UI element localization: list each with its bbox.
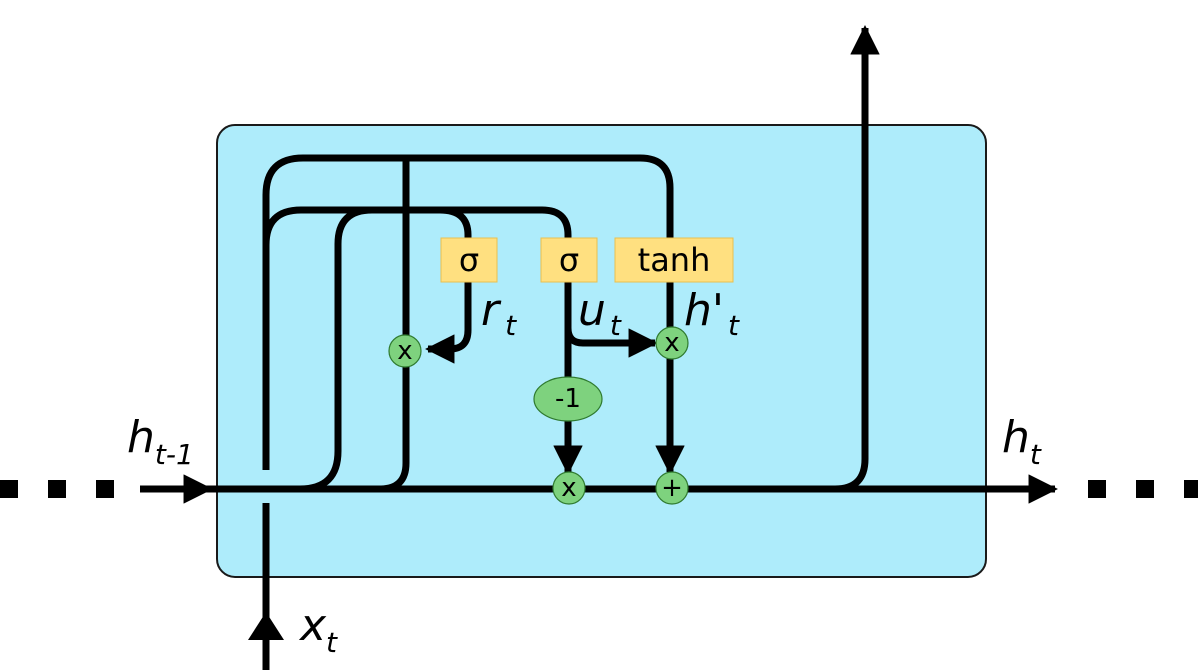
update-gate-box <box>540 237 598 283</box>
update-to-candidate-arrow <box>564 327 658 358</box>
label-candidate: h't <box>684 285 740 342</box>
dotted-output-continuation <box>1088 480 1198 498</box>
candidate-multiply-op <box>655 326 689 360</box>
reset-multiply-op <box>388 334 422 368</box>
label-x-input: xt <box>298 600 338 659</box>
bus-to-gates <box>262 206 572 246</box>
input-x-arrowhead <box>248 612 284 640</box>
candidate-gate-label: tanh <box>638 241 711 279</box>
label-h-prev: ht-1 <box>127 412 194 471</box>
candidate-gate-box <box>614 237 734 283</box>
cell-box <box>216 124 987 578</box>
candidate-multiply-op-label: x <box>664 328 679 358</box>
reset-multiply-op-label: x <box>397 336 412 366</box>
keep-multiply-op <box>552 471 586 505</box>
label-h-out: ht <box>1002 412 1042 471</box>
output-up-arrow <box>834 25 880 493</box>
dotted-input-continuation <box>0 480 114 498</box>
reset-output-arrow <box>425 282 472 364</box>
h-feed-1 <box>299 206 373 493</box>
one-minus-op-label: -1 <box>555 384 581 414</box>
add-op <box>655 471 689 505</box>
one-minus-op <box>533 376 603 422</box>
update-gate-label: σ <box>559 241 579 279</box>
reset-gate-box <box>440 237 498 283</box>
reset-gate-label: σ <box>459 241 479 279</box>
add-op-label: + <box>661 473 683 503</box>
h-feed-2 <box>379 160 410 493</box>
keep-multiply-op-label: x <box>561 473 576 503</box>
bus-to-tanh <box>262 154 674 238</box>
bus-to-reset <box>439 206 472 240</box>
